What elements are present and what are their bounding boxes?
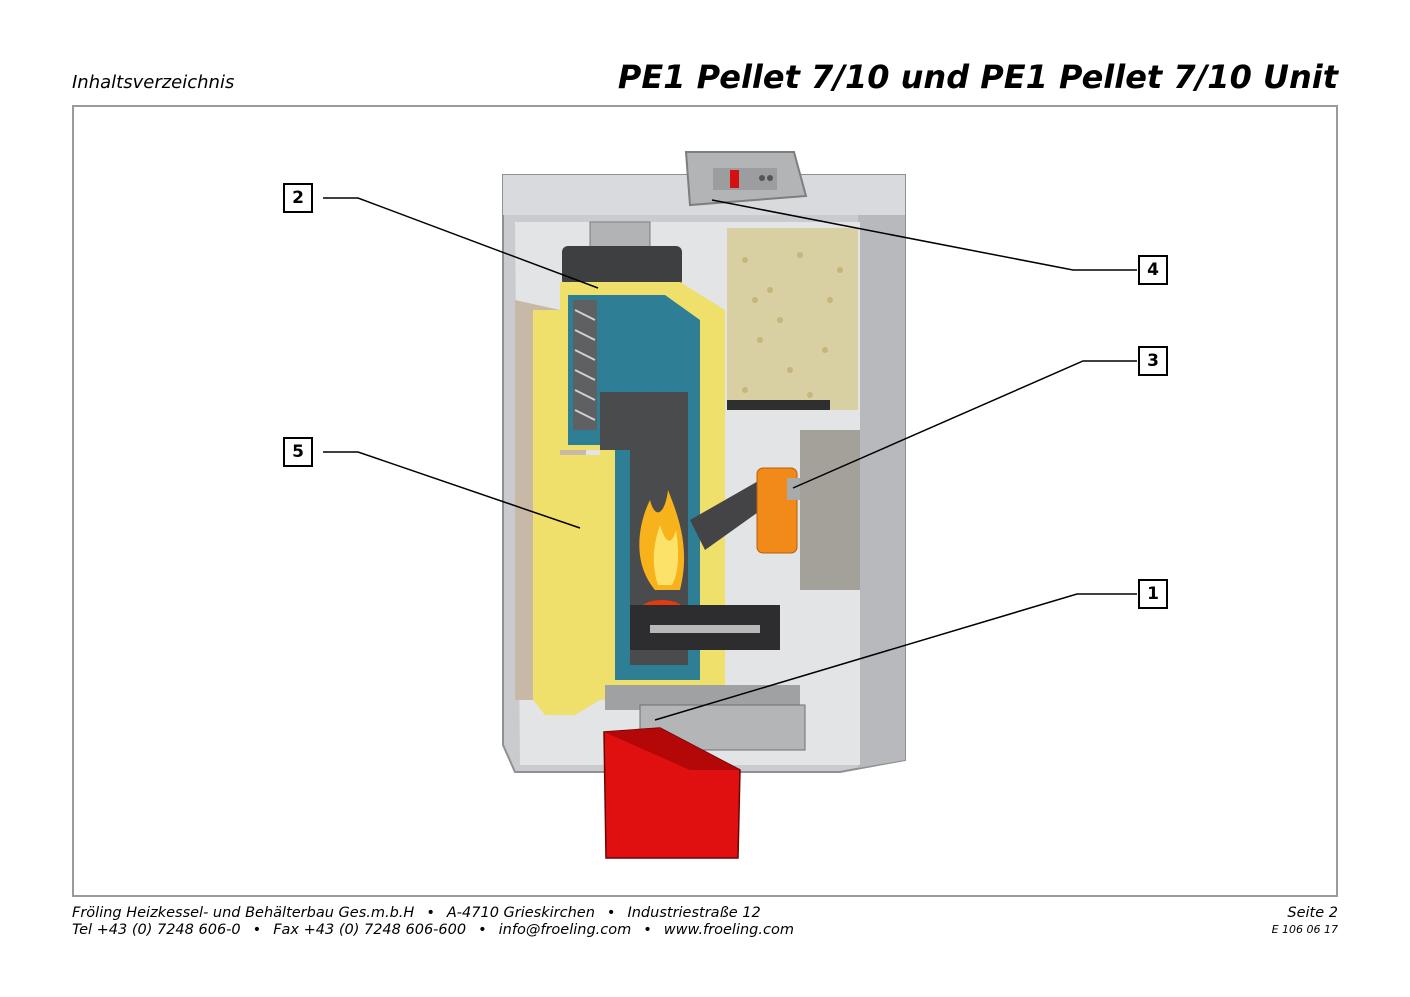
figure-frame [72,105,1338,897]
callout-3: 3 [1138,346,1168,376]
address-street: Industriestraße 12 [627,905,761,921]
website-link[interactable]: www.froeling.com [663,922,794,938]
callout-1: 1 [1138,579,1168,609]
page-number: Seite 2 [1287,905,1338,921]
bullet-separator: • [643,922,652,938]
phone-number: Tel +43 (0) 7248 606-0 [72,922,241,938]
bullet-separator: • [478,922,487,938]
document-number: E 106 06 17 [1271,923,1338,936]
bullet-separator: • [252,922,262,938]
footer-line-2: Tel +43 (0) 7248 606-0 • Fax +43 (0) 7248 … [72,922,794,939]
document-title: PE1 Pellet 7/10 und PE1 Pellet 7/10 Unit [617,58,1338,96]
email-link[interactable]: info@froeling.com [498,922,632,938]
callout-2: 2 [283,183,313,213]
bullet-separator: • [606,905,616,921]
footer-page-info: Seite 2 E 106 06 17 [1272,905,1338,938]
callout-4: 4 [1138,255,1168,285]
footer-line-1: Fröling Heizkessel- und Behälterbau Ges.… [72,905,794,922]
section-label: Inhaltsverzeichnis [72,72,235,93]
address-city: A-4710 Grieskirchen [446,905,595,921]
company-name: Fröling Heizkessel- und Behälterbau Ges.… [72,905,415,921]
bullet-separator: • [426,905,435,921]
footer-contact: Fröling Heizkessel- und Behälterbau Ges.… [72,905,794,939]
callout-5: 5 [283,437,313,467]
fax-number: Fax +43 (0) 7248 606-600 [273,922,467,938]
